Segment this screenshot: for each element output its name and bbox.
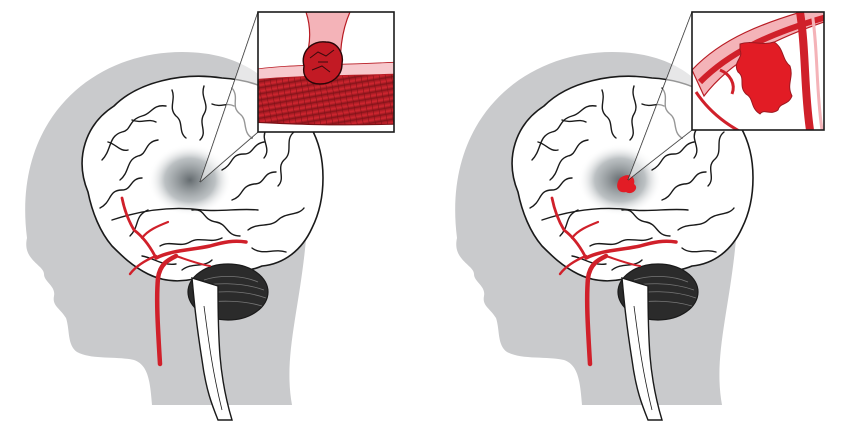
blood-spill (735, 41, 793, 115)
panel-hemorrhagic (455, 11, 825, 420)
callout-cone-right (628, 12, 692, 180)
clot-shape (302, 41, 344, 85)
inset-bleed (691, 11, 825, 131)
inset-frame-left (257, 11, 395, 133)
callout-cone-left (200, 12, 258, 182)
inset-clot (257, 11, 395, 133)
bleed-spot (617, 175, 637, 194)
inset-frame-right (691, 11, 825, 131)
panel-ischemic (25, 11, 395, 420)
